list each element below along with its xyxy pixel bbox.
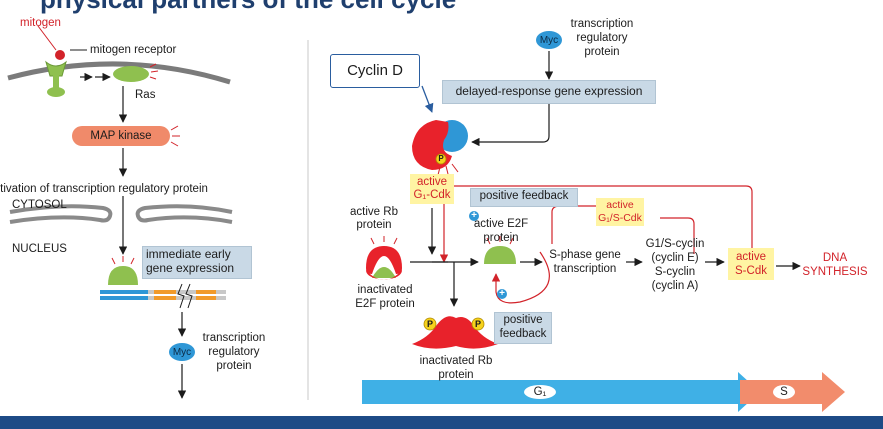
sphase-line1: S-phase gene — [549, 249, 621, 261]
tr-right-line1: transcription — [570, 18, 634, 30]
plus-top: + — [471, 210, 477, 221]
plus-bottom: + — [499, 288, 505, 299]
active-s-line2: S-Cdk — [735, 265, 767, 277]
positive-feedback-top-label: positive feedback — [479, 190, 569, 202]
active-s-line1: active — [735, 251, 767, 263]
map-kinase-label: MAP kinase — [90, 130, 152, 142]
active-s-cdk-box — [728, 248, 774, 280]
phase-s-label: S — [780, 386, 788, 398]
myc-left-shape — [169, 343, 195, 361]
positive-feedback-b2: feedback — [499, 328, 547, 340]
ras-protein — [113, 66, 149, 82]
cyclins-line4: (cyclin A) — [651, 280, 699, 292]
positive-feedback-bottom-box — [494, 312, 552, 344]
phosphate-rb-left: P — [426, 319, 433, 329]
phosphate-g1-cdk: P — [438, 154, 444, 163]
tr-left-line1: transcription — [202, 332, 266, 344]
nucleus-label: NUCLEUS — [12, 243, 67, 255]
immediate-protein — [108, 266, 138, 285]
mitogen-receptor — [45, 60, 67, 97]
plus-bottom-circle — [497, 289, 507, 299]
mitogen-receptor-label: mitogen receptor — [90, 44, 177, 56]
tr-right-line2: regulatory — [576, 32, 628, 44]
active-g1s-cdk-box — [596, 198, 644, 226]
plasma-membrane — [7, 61, 231, 85]
cyclins-line1: G1/S-cyclin — [645, 238, 705, 250]
rb-e2f-complex — [366, 246, 402, 280]
delayed-response-label: delayed-response gene expression — [455, 84, 643, 98]
immediate-early-box — [142, 246, 252, 279]
g1-phase-arrow — [362, 372, 760, 412]
active-g1-cdk-box — [410, 174, 454, 204]
dna-synthesis-line1: DNA — [822, 252, 848, 264]
active-g1-line1: active — [416, 176, 448, 188]
myc-right-label: Myc — [539, 35, 559, 46]
phase-g1-label: G₁ — [533, 386, 547, 398]
mitogen-label: mitogen — [20, 17, 61, 29]
cyclins-line2: (cyclin E) — [651, 252, 699, 264]
mitogen-pointer — [37, 25, 57, 51]
activation-label: activation of transcription regulatory p… — [0, 183, 208, 195]
active-rb-line1: active Rb — [350, 206, 398, 218]
tr-right-line3: protein — [584, 46, 620, 58]
tr-left-line2: regulatory — [208, 346, 260, 358]
dna-strand — [100, 283, 226, 309]
positive-feedback-top-box — [470, 188, 578, 207]
cyclin-d-box — [330, 54, 420, 88]
cyclin-d-label: Cyclin D — [347, 62, 403, 79]
inactivated-e2f-line2: E2F protein — [355, 298, 415, 310]
myc-right-shape — [536, 31, 562, 49]
inactivated-rb-shape — [412, 316, 498, 349]
g1-cdk-complex — [412, 120, 468, 170]
inactivated-rb-line2: protein — [438, 369, 474, 381]
phosphate-rb-right: P — [474, 319, 481, 329]
dna-synthesis-line2: SYNTHESIS — [802, 266, 868, 278]
active-g1s-line1: active — [606, 199, 634, 211]
sphase-line2: transcription — [553, 263, 617, 275]
g1-phase-oval — [524, 385, 556, 399]
active-rb-line2: protein — [356, 219, 392, 231]
cytosol-label: CYTOSOL — [12, 199, 67, 211]
map-kinase-shape — [72, 126, 170, 146]
delayed-response-box — [442, 80, 656, 104]
mitogen-dot — [55, 50, 65, 60]
active-g1s-line2: G₁/S-Cdk — [598, 212, 642, 224]
immediate-line1: immediate early — [146, 247, 231, 261]
ras-label: Ras — [135, 89, 156, 101]
immediate-line2: gene expression — [146, 261, 235, 275]
inactivated-rb-line1: inactivated Rb — [419, 355, 493, 367]
positive-feedback-b1: positive — [503, 314, 543, 326]
inactivated-e2f-line1: inactivated — [357, 284, 413, 296]
plus-top-circle — [469, 211, 479, 221]
title-fragment: physical partners of the cell cycle — [40, 0, 456, 12]
tr-left-line3: protein — [216, 360, 252, 372]
s-phase-oval — [773, 385, 795, 399]
cyclins-line3: S-cyclin — [654, 266, 696, 278]
active-e2f-line1: active E2F — [473, 218, 529, 230]
active-e2f-line2: protein — [483, 232, 519, 244]
active-e2f-shape — [484, 246, 516, 264]
myc-left-label: Myc — [172, 347, 192, 358]
bottom-bar — [0, 416, 883, 429]
active-g1-line2: G₁-Cdk — [413, 189, 451, 201]
nuclear-envelope — [9, 204, 233, 224]
